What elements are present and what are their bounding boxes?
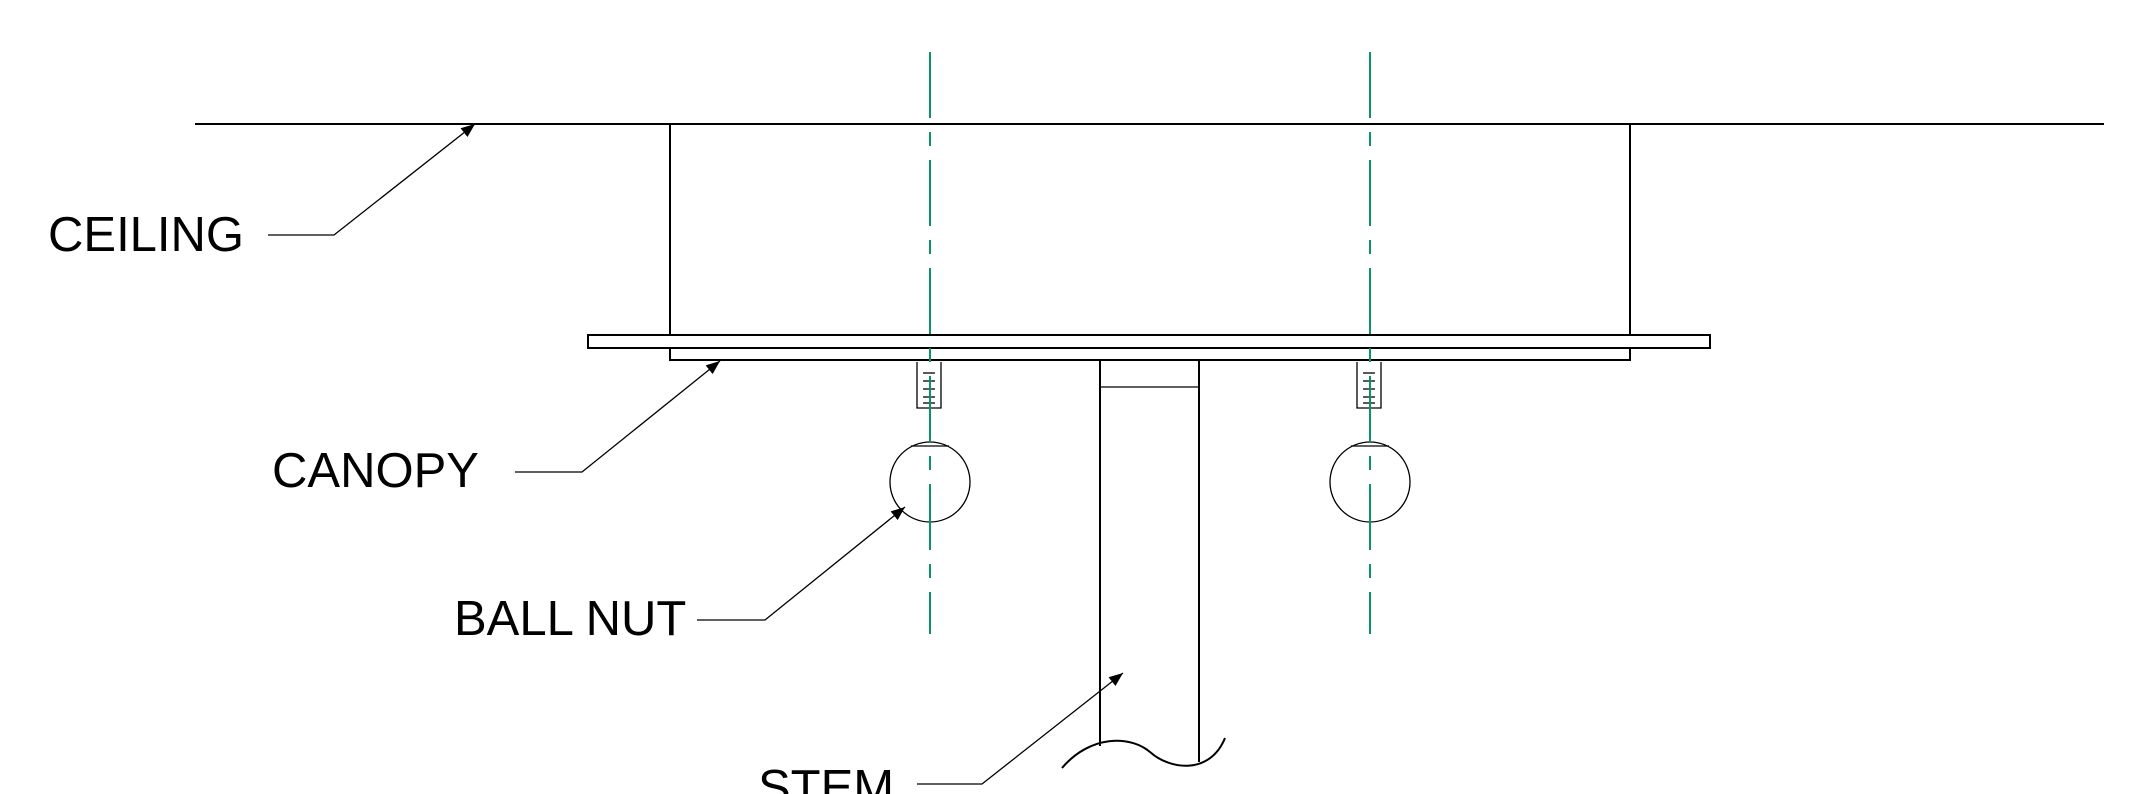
ceiling-leader [268,123,476,236]
ball-nut-label: BALL NUT [454,592,686,646]
stem [1061,360,1226,769]
canopy-leader [515,360,721,473]
canopy-flange [587,334,1711,349]
stem-label: STEM [758,761,894,794]
canopy-label: CANOPY [272,444,479,498]
stem-leader [917,672,1124,785]
ball-nut-leader [697,506,906,621]
canopy-lip [669,347,1631,361]
ceiling-label: CEILING [48,208,244,262]
canopy-body [669,123,1631,336]
